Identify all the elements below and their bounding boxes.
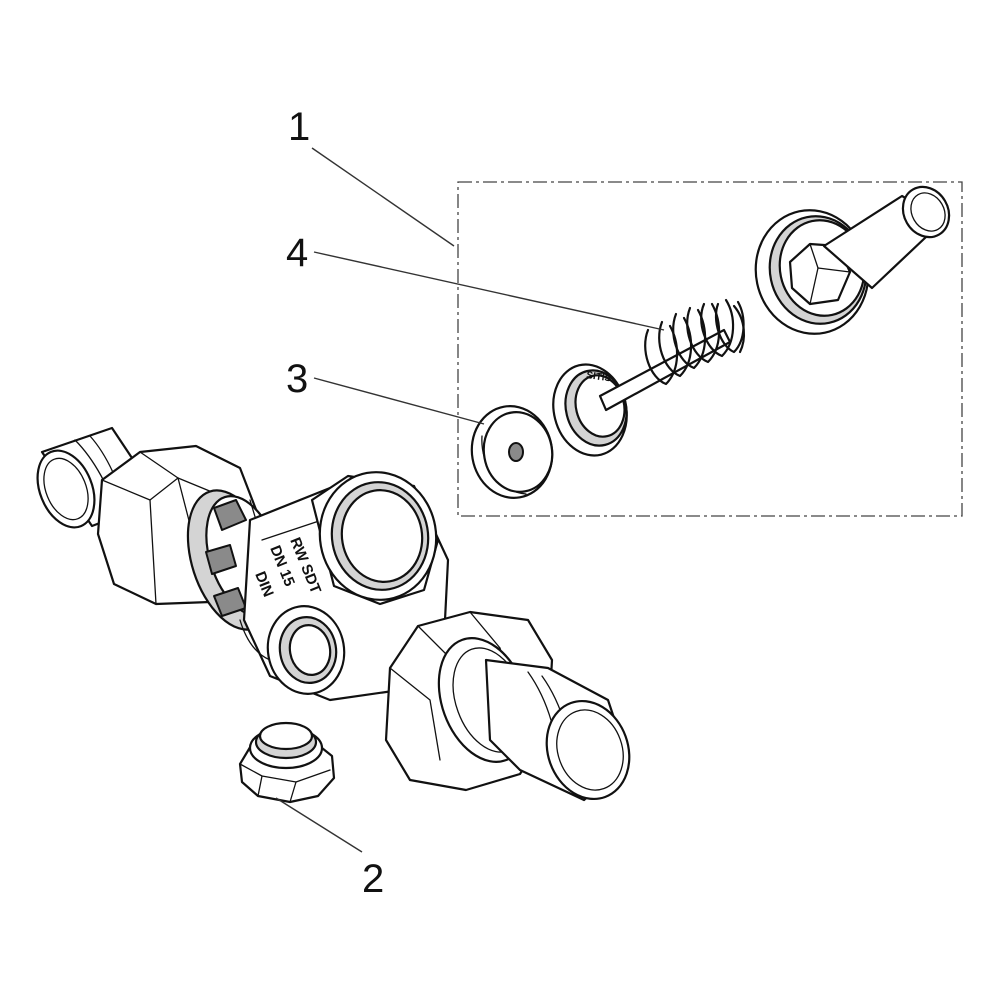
spring-item-4 — [644, 298, 746, 386]
leader-line-1 — [311, 147, 455, 247]
valve-body-assembly: RW SDT DN 15 DIN — [36, 426, 631, 802]
right-tail-pipe — [484, 658, 631, 802]
callout-3: 3 — [286, 357, 308, 401]
bonnet-spindle — [754, 185, 951, 335]
valve-seat-stem: SITIS — [552, 298, 746, 457]
leader-line-3 — [313, 377, 485, 425]
leader-line-2 — [275, 797, 363, 853]
assembly-1-boundary — [457, 181, 963, 517]
callout-2: 2 — [362, 857, 384, 901]
front-side-port — [266, 605, 346, 695]
disc-washer-item-3 — [470, 405, 554, 499]
callout-4: 4 — [286, 231, 308, 275]
poppet-marking: SITIS — [586, 370, 613, 384]
top-port — [310, 471, 440, 606]
callout-1: 1 — [288, 105, 310, 149]
plug-cap-item-2 — [238, 721, 336, 804]
leader-line-4 — [313, 251, 665, 331]
